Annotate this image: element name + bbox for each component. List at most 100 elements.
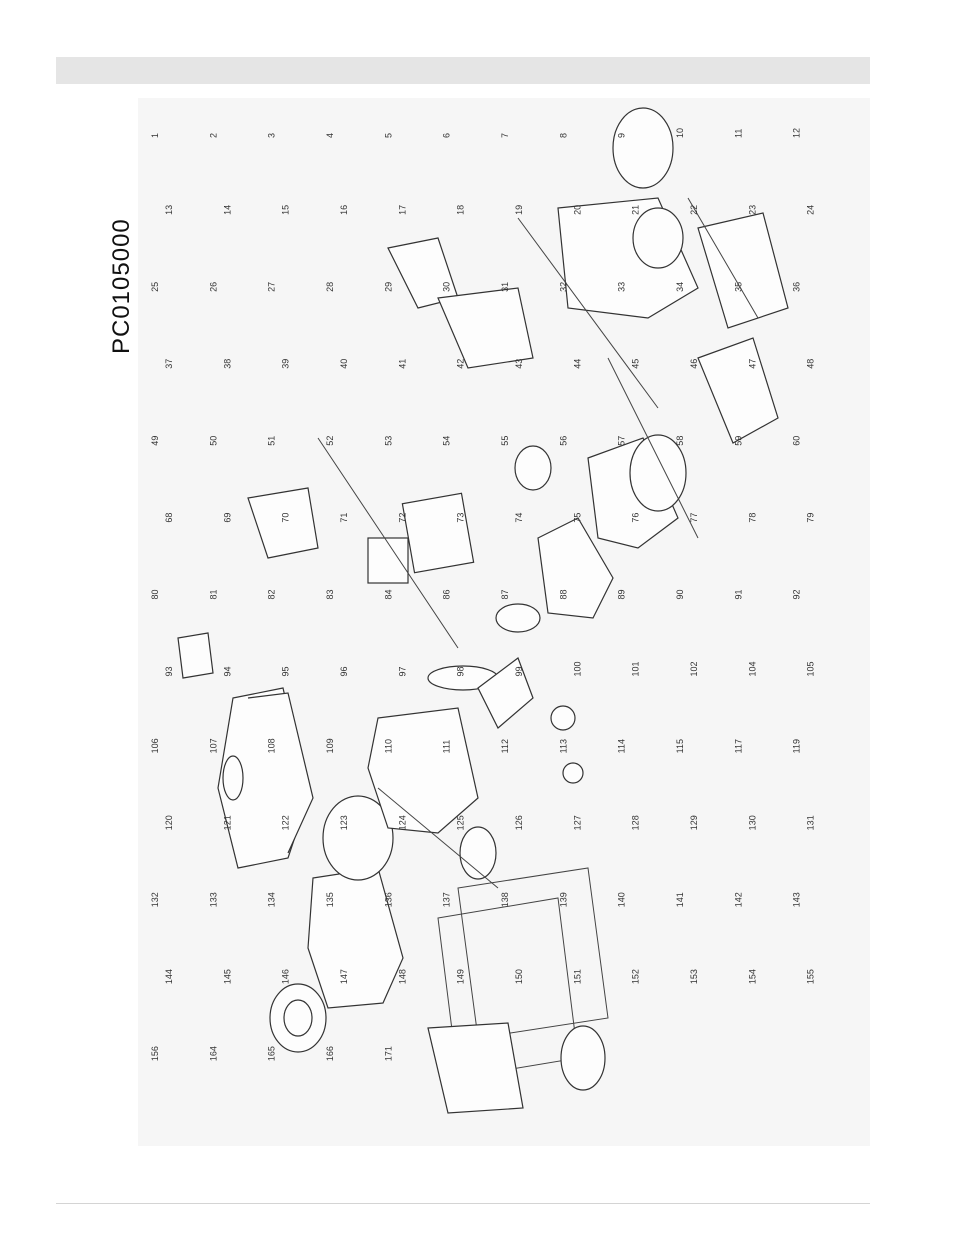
part-number-label: 152 — [631, 969, 641, 984]
part-number-label: 132 — [150, 892, 160, 907]
fan-housing-drawing — [307, 795, 404, 1009]
part-number-label: 146 — [281, 969, 291, 984]
part-number-label: 156 — [150, 1046, 160, 1061]
part-number-label: 111 — [442, 740, 452, 754]
part-number-label: 164 — [208, 1046, 218, 1061]
part-number-label: 39 — [281, 359, 291, 369]
part-number-label: 10 — [675, 128, 685, 138]
part-number-label: 59 — [733, 436, 743, 446]
part-number-label: 98 — [456, 666, 466, 676]
part-number-label: 136 — [383, 892, 393, 907]
part-number-label: 73 — [456, 513, 466, 523]
part-number-label: 11 — [733, 129, 743, 138]
part-number-label: 139 — [558, 892, 568, 907]
part-number-label: 29 — [383, 282, 393, 292]
part-number-label: 83 — [325, 590, 335, 600]
part-number-label: 134 — [267, 892, 277, 907]
part-number-label: 86 — [442, 590, 452, 600]
part-number-label: 101 — [631, 661, 641, 676]
part-number-label: 105 — [806, 661, 816, 676]
part-number-label: 78 — [747, 513, 757, 523]
control-panel-drawing — [427, 1022, 524, 1114]
part-number-label: 55 — [500, 436, 510, 446]
part-number-label: 72 — [397, 513, 407, 523]
part-number-label: 16 — [339, 205, 349, 215]
part-number-label: 75 — [572, 513, 582, 523]
part-number-label: 123 — [339, 815, 349, 830]
part-number-label: 45 — [631, 359, 641, 369]
part-number-label: 154 — [747, 969, 757, 984]
part-number-label: 126 — [514, 815, 524, 830]
part-number-label: 94 — [222, 666, 232, 676]
generator-stator-drawing — [587, 337, 779, 549]
part-number-label: 47 — [747, 359, 757, 369]
part-number-label: 50 — [208, 436, 218, 446]
part-number-label: 33 — [617, 282, 627, 292]
part-number-label: 102 — [689, 661, 699, 676]
part-number-label: 91 — [733, 590, 743, 600]
part-number-label: 166 — [325, 1046, 335, 1061]
part-number-label: 48 — [806, 359, 816, 369]
part-number-label: 21 — [631, 205, 641, 215]
part-number-label: 24 — [806, 205, 816, 215]
part-number-label: 115 — [675, 739, 685, 753]
part-number-label: 40 — [339, 359, 349, 369]
part-number-label: 120 — [164, 815, 174, 830]
part-number-label: 92 — [792, 590, 802, 600]
part-number-label: 54 — [442, 436, 452, 446]
part-number-label: 150 — [514, 969, 524, 984]
part-number-label: 37 — [164, 359, 174, 369]
part-number-label: 15 — [281, 205, 291, 215]
part-number-label: 112 — [500, 739, 510, 753]
part-number-label: 129 — [689, 815, 699, 830]
part-number-label: 3 — [267, 133, 277, 138]
part-number-label: 79 — [806, 513, 816, 523]
part-number-label: 135 — [325, 892, 335, 907]
part-number-label: 1 — [150, 133, 160, 138]
part-number-label: 113 — [558, 739, 568, 753]
part-number-label: 131 — [806, 815, 816, 830]
part-number-label: 68 — [164, 513, 174, 523]
part-number-label: 82 — [267, 590, 277, 600]
part-number-label: 25 — [150, 282, 160, 292]
leader-lines — [317, 197, 759, 889]
part-number-label: 34 — [675, 282, 685, 292]
part-number-label: 17 — [397, 205, 407, 215]
part-number-label: 145 — [222, 969, 232, 984]
frame-drawing — [437, 826, 609, 1091]
part-number-label: 8 — [558, 133, 568, 138]
part-number-label: 119 — [792, 739, 802, 753]
part-number-label: 84 — [383, 590, 393, 600]
part-number-label: 117 — [733, 739, 743, 753]
part-number-label: 128 — [631, 815, 641, 830]
part-number-label: 18 — [456, 205, 466, 215]
part-number-label: 87 — [500, 590, 510, 600]
part-number-label: 12 — [792, 128, 802, 138]
part-number-label: 28 — [325, 282, 335, 292]
part-number-label: 74 — [514, 513, 524, 523]
part-number-label: 35 — [733, 282, 743, 292]
part-number-label: 165 — [267, 1046, 277, 1061]
part-number-label: 43 — [514, 359, 524, 369]
fuel-tank-drawing — [247, 692, 314, 854]
part-number-label: 153 — [689, 969, 699, 984]
part-number-label: 125 — [456, 815, 466, 830]
part-number-label: 141 — [675, 892, 685, 907]
part-number-label: 104 — [747, 661, 757, 676]
part-number-label: 88 — [558, 590, 568, 600]
part-number-label: 114 — [617, 739, 627, 753]
part-number-label: 30 — [442, 282, 452, 292]
part-number-label: 149 — [456, 969, 466, 984]
part-number-label: 89 — [617, 590, 627, 600]
part-number-label: 69 — [222, 513, 232, 523]
muffler-drawing — [177, 487, 319, 679]
part-number-label: 9 — [617, 133, 627, 138]
end-cover-drawing — [612, 107, 789, 329]
part-number-label: 56 — [558, 436, 568, 446]
part-number-label: 13 — [164, 205, 174, 215]
part-number-label: 49 — [150, 436, 160, 446]
part-number-label: 71 — [339, 513, 349, 523]
part-number-label: 144 — [164, 969, 174, 984]
part-number-label: 51 — [267, 436, 277, 446]
part-number-label: 27 — [267, 282, 277, 292]
